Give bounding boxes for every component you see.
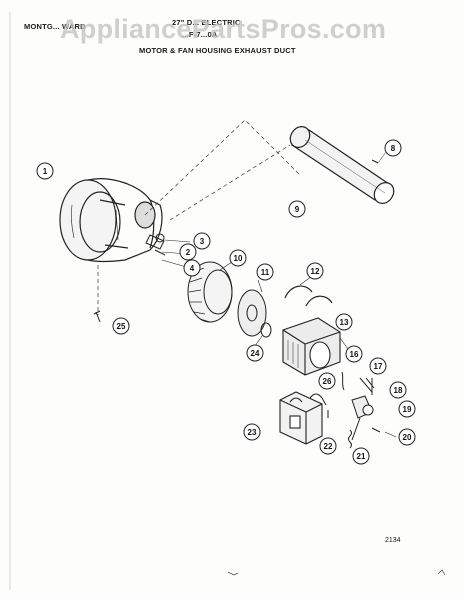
blower-wheel-part <box>187 261 233 323</box>
callout-9: 9 <box>288 200 306 218</box>
motor-mount-part <box>279 391 323 445</box>
callout-26: 26 <box>318 372 336 390</box>
motor-clips-part <box>284 275 333 307</box>
callout-2: 2 <box>179 243 197 261</box>
callout-21: 21 <box>352 447 370 465</box>
svg-text:24: 24 <box>251 349 260 358</box>
bearing-clip-part <box>145 233 191 269</box>
svg-text:9: 9 <box>295 205 300 214</box>
model-heading-line1: 27" D... ELECTRIC <box>172 18 241 27</box>
svg-text:26: 26 <box>323 377 332 386</box>
callout-22: 22 <box>319 437 337 455</box>
svg-text:16: 16 <box>350 350 359 359</box>
svg-text:25: 25 <box>117 322 126 331</box>
callout-10: 10 <box>229 249 247 267</box>
svg-text:20: 20 <box>403 433 412 442</box>
callout-13: 13 <box>335 313 353 331</box>
svg-text:1: 1 <box>43 167 48 176</box>
mounting-screws-part <box>348 427 397 449</box>
callout-3: 3 <box>193 232 211 250</box>
exhaust-duct-part <box>289 126 395 204</box>
screw-part <box>93 310 101 323</box>
svg-text:17: 17 <box>374 362 383 371</box>
mount-bolt-part <box>321 397 329 418</box>
svg-text:10: 10 <box>234 254 243 263</box>
drive-motor-part <box>282 317 357 376</box>
section-title: MOTOR & FAN HOUSING EXHAUST DUCT <box>139 46 296 55</box>
brand-heading: MONTG... WARD <box>24 22 86 31</box>
fan-disk-part <box>237 279 267 337</box>
model-heading-line2: ...F-7...0A <box>182 30 218 39</box>
callout-12: 12 <box>306 262 324 280</box>
svg-text:18: 18 <box>394 386 403 395</box>
callout-20: 20 <box>398 428 416 446</box>
callout-11: 11 <box>256 263 274 281</box>
washer-part <box>254 322 272 347</box>
callout-8: 8 <box>384 139 402 157</box>
callout-16: 16 <box>345 345 363 363</box>
callout-18: 18 <box>389 381 407 399</box>
svg-text:22: 22 <box>324 442 333 451</box>
idler-spring-part <box>341 371 375 395</box>
callout-19: 19 <box>398 400 416 418</box>
svg-text:3: 3 <box>200 237 205 246</box>
callout-1: 1 <box>36 162 54 180</box>
blower-housing-part <box>59 178 163 263</box>
svg-text:21: 21 <box>357 452 366 461</box>
watermark: AppliancePartsPros.com <box>60 14 387 44</box>
svg-text:8: 8 <box>391 144 396 153</box>
svg-text:23: 23 <box>248 428 257 437</box>
svg-text:2: 2 <box>186 248 191 257</box>
svg-text:11: 11 <box>261 268 270 277</box>
callout-17: 17 <box>369 357 387 375</box>
svg-text:12: 12 <box>311 267 320 276</box>
page-number: 2134 <box>385 537 401 544</box>
svg-text:4: 4 <box>190 264 195 273</box>
duct-screw-part <box>371 151 387 164</box>
idler-arm-part <box>351 395 374 441</box>
callout-25: 25 <box>112 317 130 335</box>
svg-text:13: 13 <box>340 318 349 327</box>
scan-marks <box>227 569 446 576</box>
svg-text:19: 19 <box>403 405 412 414</box>
callout-24: 24 <box>246 344 264 362</box>
callout-4: 4 <box>183 259 201 277</box>
callout-23: 23 <box>243 423 261 441</box>
